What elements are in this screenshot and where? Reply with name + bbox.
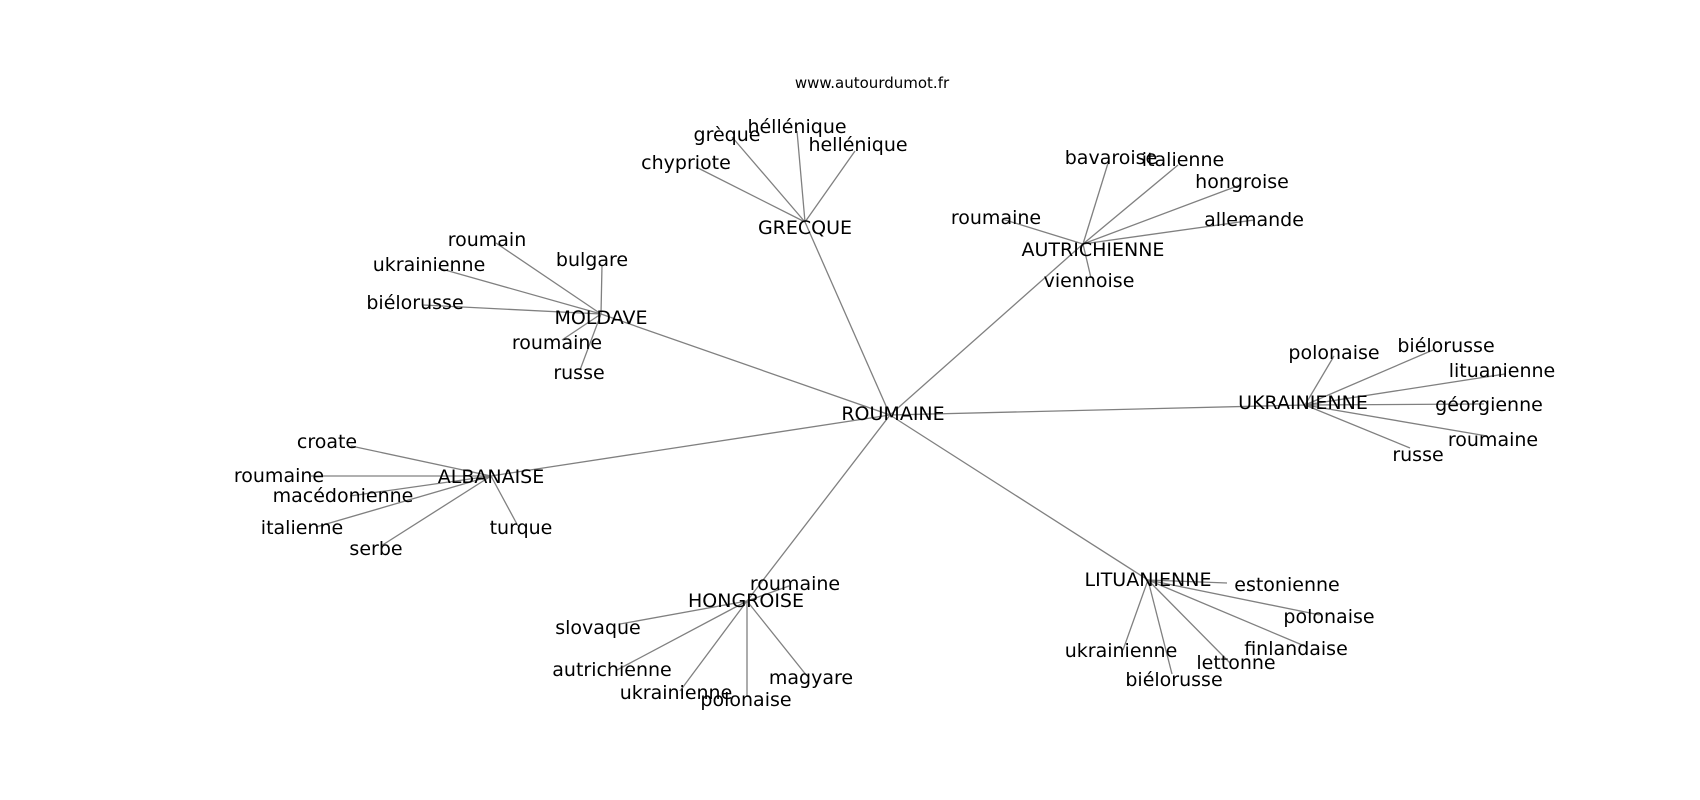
- edge-autrichienne-roumaine: [1001, 218, 1084, 245]
- leaf-node-autrichienne-hongroise[interactable]: hongroise: [1195, 171, 1289, 193]
- edge-lituanienne-ukrainienne: [1122, 579, 1149, 651]
- edge-moldave-roumain: [495, 242, 602, 315]
- edge-moldave-ukrainienne: [437, 267, 602, 315]
- leaf-node-ukrainienne-georgienne[interactable]: géorgienne: [1435, 394, 1543, 416]
- leaf-node-hongroise-polonaise[interactable]: polonaise: [700, 689, 791, 711]
- edge-grecque-chypriote: [695, 166, 806, 223]
- edge-roumaine-grecque: [804, 221, 891, 416]
- edge-hongroise-slovaque: [619, 600, 748, 625]
- edges-layer: [311, 130, 1506, 697]
- hub-node-lituanienne[interactable]: LITUANIENNE: [1085, 569, 1212, 591]
- edge-moldave-roumaine: [561, 313, 602, 341]
- hub-node-ukrainienne[interactable]: UKRAINIENNE: [1238, 392, 1368, 414]
- edge-moldave-bielorusse: [422, 304, 602, 315]
- leaf-node-albanaise-macedonienne[interactable]: macédonienne: [273, 485, 414, 507]
- edge-grecque-hellenique: [796, 130, 806, 223]
- leaf-node-albanaise-turque[interactable]: turque: [490, 517, 553, 539]
- leaf-node-lituanienne-estonienne[interactable]: estonienne: [1234, 574, 1339, 596]
- leaf-node-hongroise-autrichienne[interactable]: autrichienne: [552, 659, 671, 681]
- edge-autrichienne-allemande: [1082, 219, 1255, 245]
- leaf-node-moldave-bielorusse[interactable]: biélorusse: [366, 292, 463, 314]
- leaf-node-moldave-roumaine[interactable]: roumaine: [512, 332, 602, 354]
- edge-ukrainienne-russe: [1304, 404, 1411, 449]
- edge-hongroise-ukrainienne: [679, 600, 748, 692]
- leaf-node-lituanienne-ukrainienne[interactable]: ukrainienne: [1065, 640, 1178, 662]
- edge-albanaise-turque: [490, 475, 519, 527]
- leaf-node-lituanienne-polonaise[interactable]: polonaise: [1283, 606, 1374, 628]
- edge-moldave-bulgare: [600, 264, 603, 315]
- leaf-node-albanaise-roumaine[interactable]: roumaine: [234, 465, 324, 487]
- edge-lituanienne-finlandaise: [1147, 579, 1308, 648]
- leaf-node-lituanienne-bielorusse[interactable]: biélorusse: [1125, 669, 1222, 691]
- leaf-node-grecque-chypriote[interactable]: chypriote: [641, 152, 731, 174]
- leaf-node-albanaise-croate[interactable]: croate: [297, 431, 357, 453]
- edge-autrichienne-bavaroise: [1082, 159, 1110, 245]
- leaf-node-grecque-hellenique[interactable]: hellénique: [808, 134, 907, 156]
- edge-albanaise-macedonienne: [349, 475, 492, 497]
- edge-roumaine-albanaise: [490, 414, 891, 477]
- leaf-node-autrichienne-viennoise[interactable]: viennoise: [1044, 270, 1135, 292]
- edge-roumaine-ukrainienne: [889, 404, 1306, 416]
- edge-lituanienne-estonienne: [1147, 579, 1228, 584]
- hub-node-moldave[interactable]: MOLDAVE: [554, 307, 647, 329]
- leaf-node-autrichienne-roumaine[interactable]: roumaine: [951, 207, 1041, 229]
- edge-hongroise-roumaine: [746, 585, 790, 602]
- edge-ukrainienne-georgienne: [1304, 403, 1485, 406]
- center-node-label[interactable]: ROUMAINE: [841, 403, 944, 425]
- leaf-node-hongroise-magyare[interactable]: magyare: [769, 667, 853, 689]
- leaf-node-moldave-bulgare[interactable]: bulgare: [556, 249, 628, 271]
- edge-roumaine-moldave: [600, 313, 891, 416]
- edge-lituanienne-bielorusse: [1147, 579, 1173, 675]
- watermark: www.autourdumot.fr: [795, 74, 950, 92]
- edge-albanaise-croate: [350, 445, 492, 477]
- leaf-node-ukrainienne-roumaine[interactable]: roumaine: [1448, 429, 1538, 451]
- leaf-node-autrichienne-bavaroise[interactable]: bavaroise: [1065, 147, 1157, 169]
- edge-grecque-greque: [731, 136, 806, 223]
- edge-ukrainienne-lituanienne: [1304, 373, 1506, 406]
- edge-albanaise-italienne: [315, 475, 492, 528]
- leaf-node-grecque-hellenique[interactable]: héllénique: [747, 116, 846, 138]
- edge-ukrainienne-roumaine: [1304, 404, 1488, 437]
- leaf-node-hongroise-roumaine[interactable]: roumaine: [750, 573, 840, 595]
- leaf-node-hongroise-ukrainienne[interactable]: ukrainienne: [620, 682, 733, 704]
- edge-hongroise-magyare: [746, 600, 808, 677]
- edge-roumaine-autrichienne: [889, 243, 1084, 416]
- leaf-node-ukrainienne-polonaise[interactable]: polonaise: [1288, 342, 1379, 364]
- leaf-node-moldave-ukrainienne[interactable]: ukrainienne: [373, 254, 486, 276]
- leaf-node-lituanienne-finlandaise[interactable]: finlandaise: [1244, 638, 1348, 660]
- hub-node-hongroise[interactable]: HONGROISE: [688, 590, 804, 612]
- edge-albanaise-serbe: [380, 475, 492, 547]
- leaf-node-lituanienne-lettonne[interactable]: lettonne: [1196, 652, 1275, 674]
- leaf-node-ukrainienne-russe[interactable]: russe: [1392, 444, 1443, 466]
- edge-lituanienne-polonaise: [1147, 579, 1321, 616]
- labels-layer: ROUMAINE GRECQUE chypriote grèquehéllénique…: [234, 116, 1555, 711]
- leaf-node-moldave-roumain[interactable]: roumain: [448, 229, 527, 251]
- hub-node-albanaise[interactable]: ALBANAISE: [438, 466, 545, 488]
- leaf-node-albanaise-serbe[interactable]: serbe: [349, 538, 402, 560]
- leaf-node-grecque-greque[interactable]: grèque: [694, 124, 761, 146]
- edge-moldave-russe: [579, 313, 602, 371]
- leaf-node-moldave-russe[interactable]: russe: [553, 362, 604, 384]
- hub-node-grecque[interactable]: GRECQUE: [758, 217, 852, 239]
- edge-ukrainienne-polonaise: [1304, 355, 1335, 406]
- edge-autrichienne-hongroise: [1082, 184, 1241, 245]
- edge-roumaine-hongroise: [746, 414, 891, 602]
- leaf-node-ukrainienne-lituanienne[interactable]: lituanienne: [1449, 360, 1555, 382]
- edge-grecque-hellenique: [804, 150, 856, 223]
- edge-roumaine-lituanienne: [889, 414, 1149, 581]
- edge-autrichienne-viennoise: [1082, 243, 1092, 279]
- leaf-node-ukrainienne-bielorusse[interactable]: biélorusse: [1397, 335, 1494, 357]
- hub-node-autrichienne[interactable]: AUTRICHIENNE: [1022, 239, 1165, 261]
- edge-autrichienne-italienne: [1082, 164, 1179, 245]
- edge-lituanienne-lettonne: [1147, 579, 1232, 665]
- leaf-node-autrichienne-allemande[interactable]: allemande: [1204, 209, 1304, 231]
- edge-hongroise-autrichienne: [616, 600, 748, 671]
- leaf-node-autrichienne-italienne[interactable]: italienne: [1142, 149, 1224, 171]
- leaf-node-hongroise-slovaque[interactable]: slovaque: [555, 617, 640, 639]
- leaf-node-albanaise-italienne[interactable]: italienne: [261, 517, 343, 539]
- edge-ukrainienne-bielorusse: [1304, 349, 1434, 406]
